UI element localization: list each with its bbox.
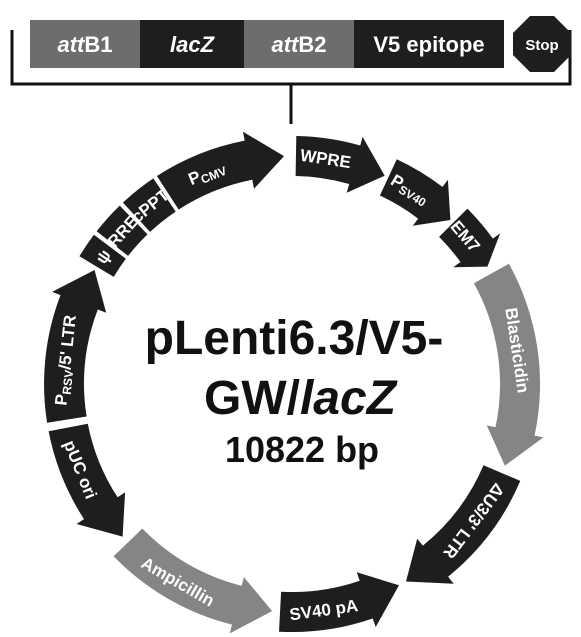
feature-sv40pa-arrow — [279, 572, 399, 633]
plasmid-name-line1: pLenti6.3/V5- — [145, 312, 444, 365]
feature-wpre: WPRE — [295, 136, 385, 193]
cassette-bar: attB1 lacZ attB2 V5 epitope Stop — [30, 16, 571, 72]
cassette-bracket — [10, 30, 572, 124]
feature-rre-arrow — [96, 205, 148, 256]
stop-codon-sign: Stop — [513, 16, 571, 72]
feature-ampicillin-arrow — [113, 528, 273, 634]
segment-attb1-label: attB1 — [57, 32, 112, 57]
plasmid-size: 10822 bp — [225, 429, 379, 470]
feature-prsv-label: PRSV/5' LTR — [51, 314, 82, 407]
feature-ampicillin: Ampicillin — [113, 528, 273, 634]
plasmid-title: pLenti6.3/V5- GW/lacZ 10822 bp — [145, 312, 444, 470]
segment-attb2: attB2 — [244, 20, 354, 68]
feature-psv40: PSV40 — [379, 159, 451, 226]
segment-attb2-label: attB2 — [271, 32, 326, 57]
feature-psv40-arrow — [379, 159, 451, 226]
feature-psi: ψ — [79, 234, 126, 277]
segment-v5-epitope: V5 epitope — [354, 20, 504, 68]
feature-ltr3: ΔU3/3' LTR — [406, 465, 521, 584]
segment-lacz: lacZ — [140, 20, 244, 68]
segment-v5-label: V5 epitope — [373, 32, 484, 57]
feature-prsv-arrow — [44, 270, 107, 423]
feature-prsv: PRSV/5' LTR — [44, 270, 107, 423]
feature-em7-arrow — [439, 208, 501, 268]
feature-blasticidin: Blasticidin — [473, 263, 544, 466]
feature-em7: EM7 — [439, 208, 501, 268]
plasmid-name-line2: GW/lacZ — [204, 372, 398, 425]
feature-pcmv: PCMV — [156, 131, 284, 210]
feature-puc: pUC ori — [48, 423, 126, 537]
feature-cppt-arrow — [122, 178, 176, 232]
feature-puc-arrow — [48, 423, 126, 537]
feature-sv40pa: SV40 pA — [279, 572, 399, 633]
segment-lacz-label: lacZ — [170, 32, 216, 57]
feature-wpre-arrow — [295, 136, 385, 193]
feature-psi-arrow — [79, 234, 126, 277]
segment-attb1: attB1 — [30, 20, 140, 68]
feature-ltr3-arrow — [406, 465, 521, 584]
feature-pcmv-arrow — [156, 131, 284, 210]
feature-blasticidin-arrow — [473, 263, 544, 466]
stop-label: Stop — [525, 37, 558, 54]
